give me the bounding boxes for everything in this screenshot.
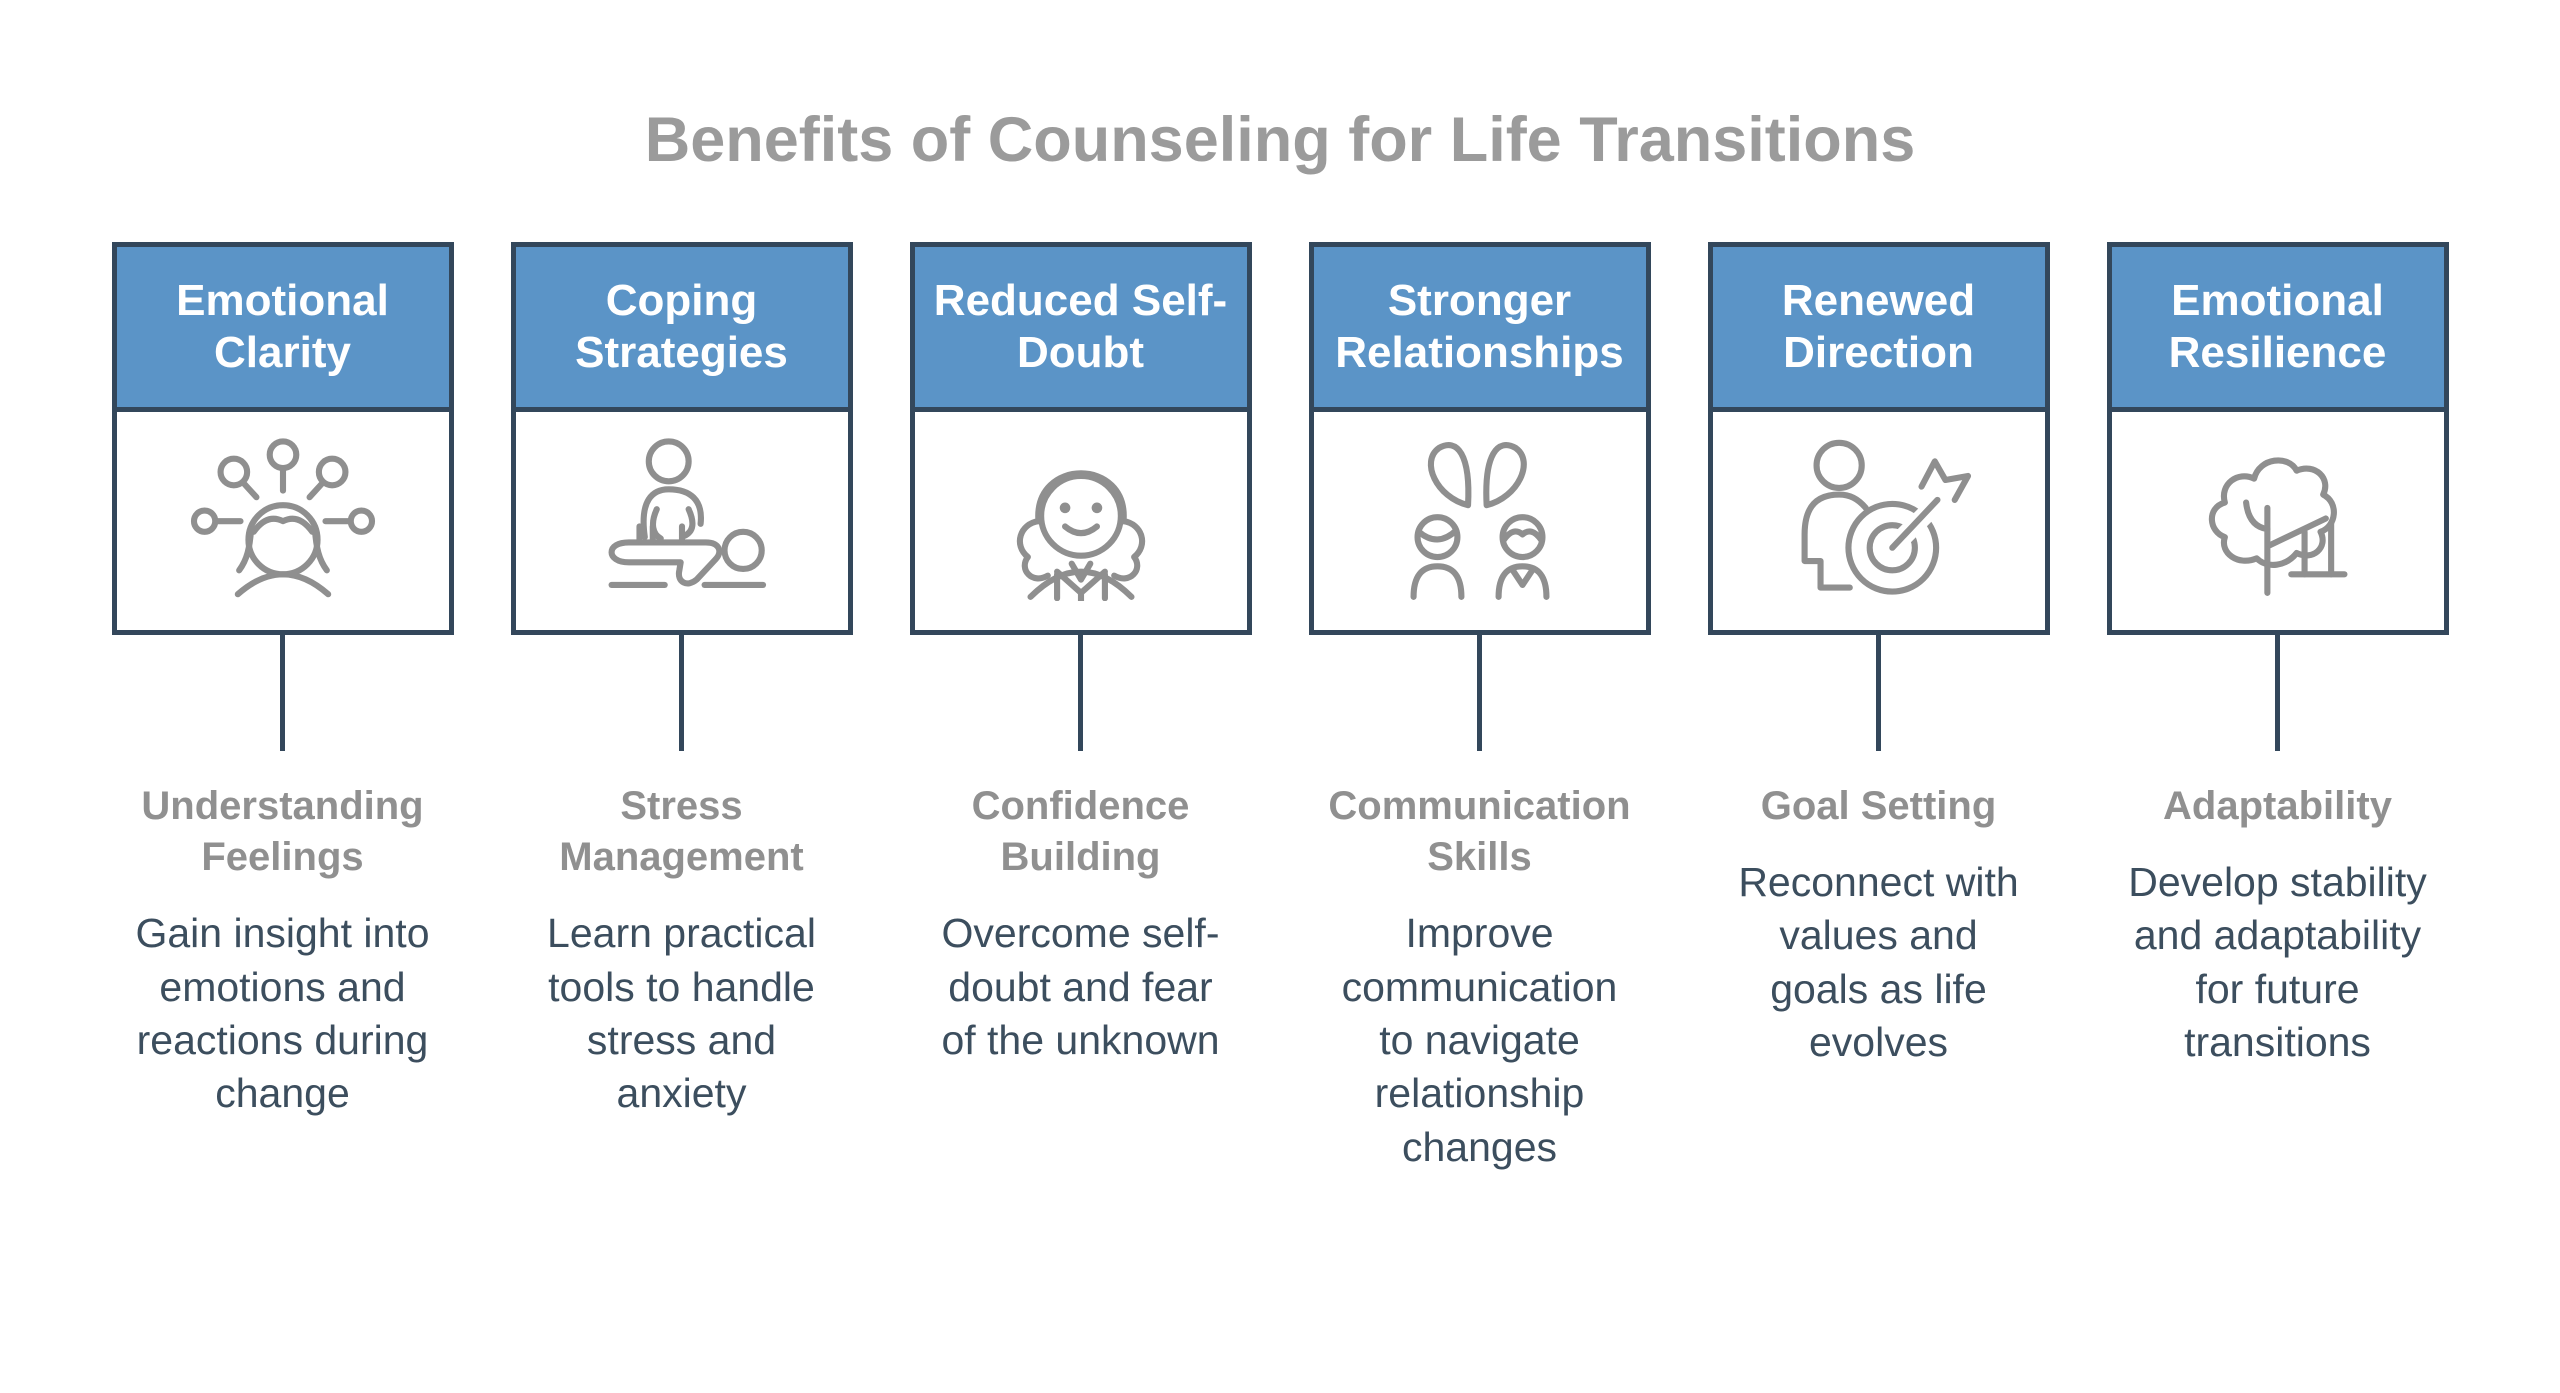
benefit-columns: Emotional Clarity	[0, 242, 2560, 1174]
therapy-table-icon	[589, 436, 775, 606]
benefit-subtitle: Confidence Building	[971, 784, 1190, 880]
column-emotional-clarity: Emotional Clarity	[111, 242, 454, 1174]
mind-clarity-icon	[190, 436, 376, 606]
card-header: Stronger Relationships	[1313, 247, 1646, 412]
card-header: Coping Strategies	[515, 247, 848, 412]
card-icon-area	[2112, 412, 2444, 630]
card-icon-area	[915, 412, 1247, 630]
benefit-subtitle: Communication Skills	[1328, 784, 1631, 880]
benefit-description: Improve communication to navigate relati…	[1341, 910, 1618, 1170]
connector-line	[1477, 635, 1482, 751]
card-icon-area	[1314, 412, 1646, 630]
column-emotional-resilience: Emotional Resilience	[2106, 242, 2449, 1174]
benefit-description: Gain insight into emotions and reactions…	[135, 910, 430, 1117]
benefit-description: Reconnect with values and goals as life …	[1738, 859, 2019, 1066]
column-stronger-relationships: Stronger Relationships	[1308, 242, 1651, 1174]
benefit-description: Overcome self-doubt and fear of the unkn…	[941, 910, 1220, 1063]
card-header: Renewed Direction	[1712, 247, 2045, 412]
card-icon-area	[1713, 412, 2045, 630]
benefit-card: Renewed Direction	[1707, 242, 2050, 635]
benefit-description: Learn practical tools to handle stress a…	[547, 910, 816, 1117]
benefit-description: Develop stability and adaptability for f…	[2128, 859, 2427, 1066]
card-header: Emotional Clarity	[116, 247, 449, 412]
connector-line	[1078, 635, 1083, 751]
connector-line	[679, 635, 684, 751]
person-target-arrow-icon	[1786, 436, 1972, 606]
connector-line	[2275, 635, 2280, 751]
column-reduced-self-doubt: Reduced Self-Doubt	[909, 242, 1252, 1174]
benefit-subtitle: Understanding Feelings	[141, 784, 424, 880]
connector-line	[1876, 635, 1881, 751]
card-icon-area	[516, 412, 848, 630]
column-renewed-direction: Renewed Direction	[1707, 242, 2050, 1174]
benefit-card: Reduced Self-Doubt	[909, 242, 1252, 635]
tree-swing-icon	[2185, 436, 2371, 606]
page-title: Benefits of Counseling for Life Transiti…	[644, 105, 1916, 175]
benefit-card: Coping Strategies	[510, 242, 853, 635]
card-header: Emotional Resilience	[2111, 247, 2444, 412]
two-people-heart-icon	[1387, 436, 1573, 606]
benefit-subtitle: Adaptability	[2163, 784, 2392, 828]
benefit-subtitle: Goal Setting	[1760, 784, 1997, 828]
benefit-card: Emotional Clarity	[111, 242, 454, 635]
column-coping-strategies: Coping Strategies	[510, 242, 853, 1174]
benefit-card: Emotional Resilience	[2106, 242, 2449, 635]
benefit-card: Stronger Relationships	[1308, 242, 1651, 635]
confident-person-icon	[988, 436, 1174, 606]
card-header: Reduced Self-Doubt	[914, 247, 1247, 412]
card-icon-area	[117, 412, 449, 630]
benefit-subtitle: Stress Management	[559, 784, 804, 880]
connector-line	[280, 635, 285, 751]
